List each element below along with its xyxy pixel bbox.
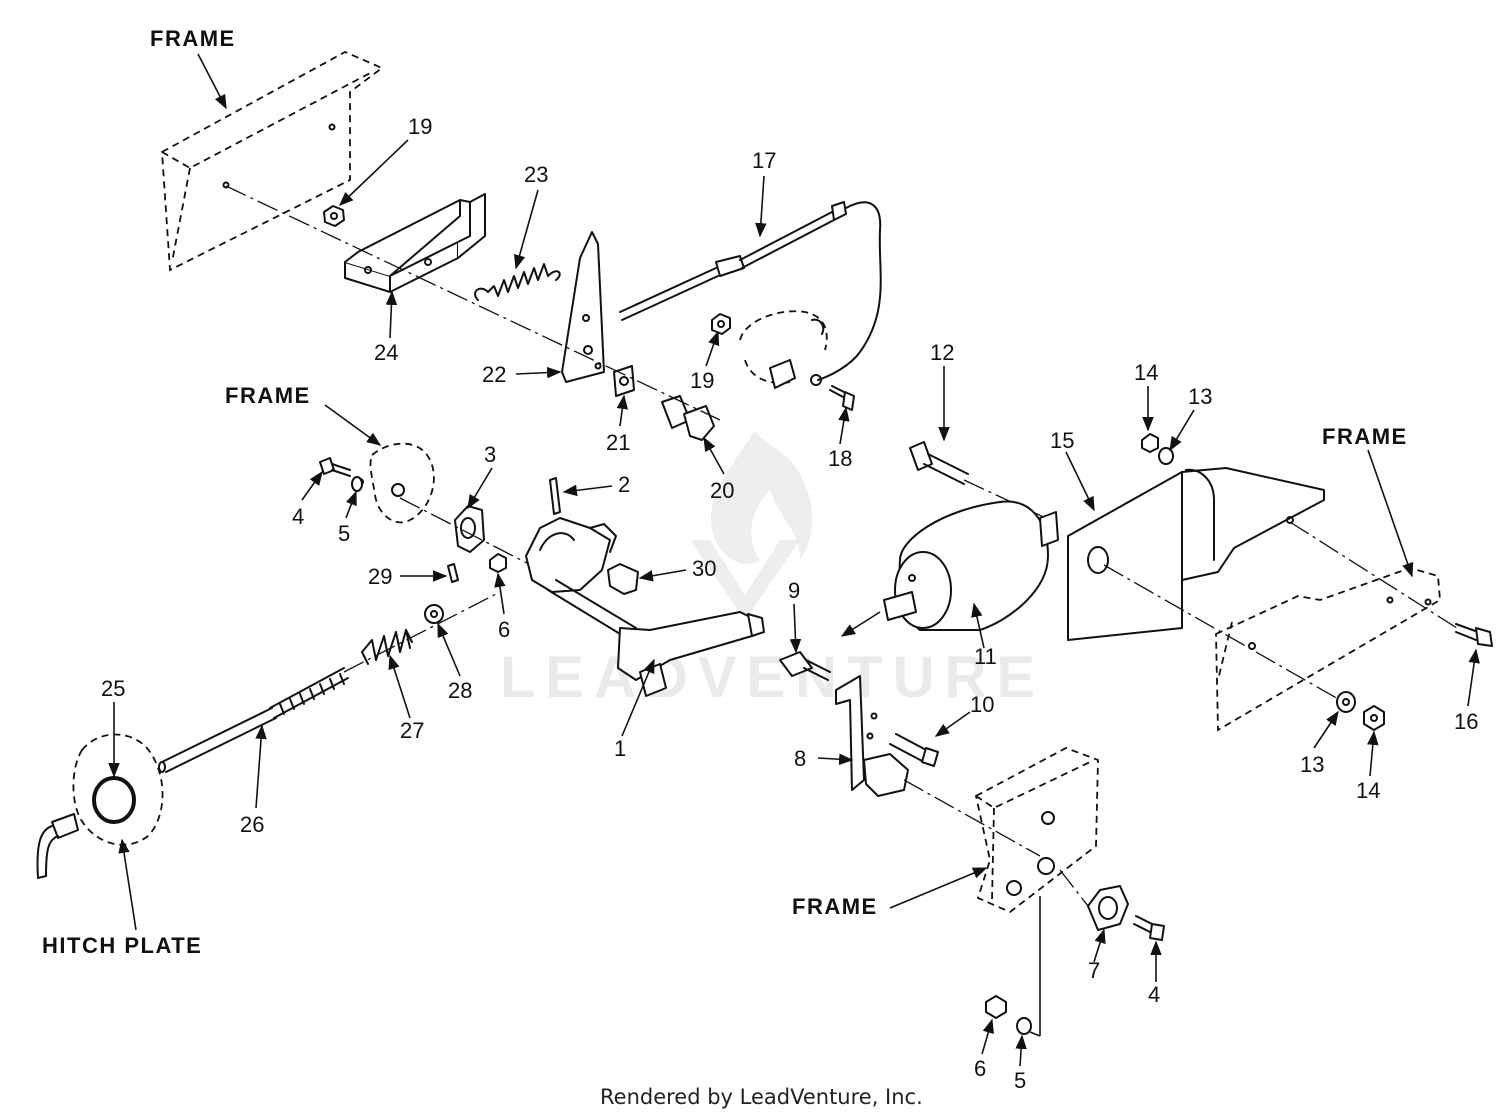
callout-14-bottom: 14 <box>1356 778 1380 803</box>
cotter-29 <box>447 563 459 583</box>
callout-5-left: 5 <box>338 521 350 546</box>
callout-14-top: 14 <box>1134 360 1158 385</box>
axis-bracket-8 <box>903 779 1041 857</box>
callout-6-bottom: 6 <box>974 1056 986 1081</box>
frame-label-top-left: FRAME <box>150 26 236 51</box>
axis-frame-right <box>1289 521 1461 631</box>
axis-bracket <box>1103 564 1341 701</box>
washer-13-bottom <box>1336 691 1356 713</box>
callout-21: 21 <box>606 430 630 455</box>
callout-27: 27 <box>400 718 424 743</box>
pulley-assembly-dashed <box>739 310 828 389</box>
callout-7: 7 <box>1088 958 1100 983</box>
lever-22 <box>561 231 605 383</box>
callout-11: 11 <box>974 644 997 669</box>
washer-13-top <box>1158 447 1174 465</box>
pin-30 <box>607 563 639 595</box>
callout-30: 30 <box>692 556 716 581</box>
nut-6-bottom <box>985 995 1007 1019</box>
pin-10 <box>889 733 939 767</box>
rod-26 <box>158 667 349 773</box>
callout-19-mid: 19 <box>690 368 714 393</box>
spring-23 <box>474 263 561 301</box>
frame-bottom <box>974 747 1099 914</box>
leader-lines <box>108 139 1480 1067</box>
frame-top-left <box>161 50 384 272</box>
callout-28: 28 <box>448 678 472 703</box>
frame-mid-left <box>356 442 435 524</box>
frame-label-mid-left: FRAME <box>225 383 311 408</box>
watermark-text: LEADVENTURE <box>500 645 1045 710</box>
callout-13-bottom: 13 <box>1300 752 1324 777</box>
bearing-7 <box>1087 885 1129 931</box>
axis-top <box>225 185 721 421</box>
callout-3: 3 <box>484 442 496 467</box>
nut-19-top <box>323 205 345 227</box>
callout-25: 25 <box>101 676 125 701</box>
cable-17 <box>619 201 882 386</box>
nut-14-top <box>1141 433 1159 453</box>
bolt-12 <box>909 441 969 485</box>
callout-20: 20 <box>710 478 734 503</box>
bolt-4-right <box>1133 915 1165 941</box>
bearing-3 <box>454 505 485 553</box>
washer-5-left <box>351 476 363 492</box>
callout-24: 24 <box>374 340 398 365</box>
axis-rod <box>343 591 501 673</box>
frame-label-right: FRAME <box>1322 424 1408 449</box>
hitch-plate <box>36 733 164 879</box>
callout-22: 22 <box>482 362 506 387</box>
hitch-plate-label: HITCH PLATE <box>42 933 202 958</box>
actuator-11 <box>883 500 1059 631</box>
callout-2: 2 <box>618 472 630 497</box>
clevis-9 <box>779 651 831 681</box>
frame-label-bottom: FRAME <box>792 894 878 919</box>
callout-26: 26 <box>240 812 264 837</box>
callout-8: 8 <box>794 746 806 771</box>
bolt-16 <box>1455 623 1493 647</box>
callout-23: 23 <box>524 162 548 187</box>
bolt-4-left <box>319 457 351 477</box>
callout-19-top: 19 <box>408 114 432 139</box>
callout-6-mid: 6 <box>498 617 510 642</box>
bracket-15 <box>1067 467 1325 641</box>
bushing-21 <box>613 365 635 397</box>
washer-28 <box>424 604 444 624</box>
callout-29: 29 <box>368 564 392 589</box>
washer-5-bottom <box>1016 1017 1032 1035</box>
frame-right <box>1215 567 1441 732</box>
callouts: 19 23 17 24 22 19 21 18 20 12 15 14 13 3… <box>101 114 1478 1093</box>
callout-17: 17 <box>752 148 776 173</box>
footer-credit: Rendered by LeadVenture, Inc. <box>600 1085 923 1109</box>
bracket-24 <box>344 193 486 293</box>
bracket-8 <box>835 675 909 797</box>
nut-14-bottom <box>1363 705 1385 731</box>
watermark: LEADVENTURE <box>500 430 1045 710</box>
callout-4-right: 4 <box>1148 982 1160 1007</box>
callout-5-bottom: 5 <box>1014 1068 1026 1093</box>
bolt-20 <box>661 395 715 441</box>
nut-6-mid <box>489 553 507 573</box>
callout-18: 18 <box>828 446 852 471</box>
axis-bearing-7 <box>1059 869 1089 907</box>
callout-1: 1 <box>614 736 626 761</box>
callout-13-top: 13 <box>1188 384 1212 409</box>
nut-19-mid <box>711 313 731 335</box>
callout-12: 12 <box>930 340 954 365</box>
callout-16: 16 <box>1454 709 1478 734</box>
callout-15: 15 <box>1050 428 1074 453</box>
callout-9: 9 <box>788 578 800 603</box>
pin-2 <box>549 477 561 515</box>
callout-4-left: 4 <box>292 504 304 529</box>
bolt-18 <box>829 385 855 411</box>
callout-10: 10 <box>970 692 994 717</box>
spring-27 <box>361 629 413 665</box>
